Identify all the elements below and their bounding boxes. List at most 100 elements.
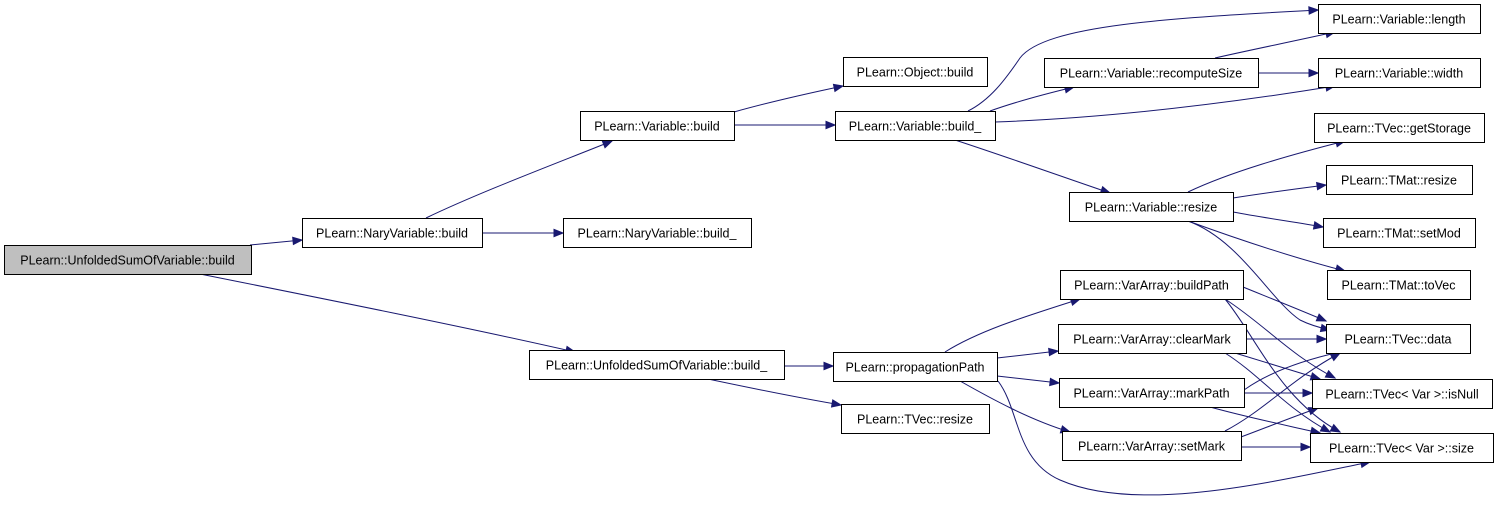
arrowhead — [830, 399, 843, 408]
edge-var_build_-to-var_length — [967, 6, 1320, 112]
node-box[interactable] — [1044, 58, 1259, 88]
node-label: PLearn::Variable::resize — [1085, 201, 1218, 215]
arrowhead — [601, 140, 614, 149]
edge-line — [1187, 220, 1346, 272]
node-label: PLearn::propagationPath — [846, 361, 985, 375]
node-va-markpath[interactable]: PLearn::VarArray::markPath — [1059, 378, 1245, 408]
node-nary-build-[interactable]: PLearn::NaryVariable::build_ — [563, 218, 752, 248]
node-var-resize[interactable]: PLearn::Variable::resize — [1069, 192, 1234, 222]
edge-line — [954, 139, 1111, 194]
edge-line — [1224, 352, 1341, 432]
node-label: PLearn::Variable::width — [1335, 67, 1463, 81]
node-label: PLearn::Variable::recomputeSize — [1060, 67, 1243, 81]
node-label: PLearn::Object::build — [857, 66, 974, 80]
node-prop-path[interactable]: PLearn::propagationPath — [833, 352, 998, 382]
edge-var_recompute-to-var_length — [1214, 29, 1337, 59]
edge-var_resize-to-tmat_tovec — [1187, 220, 1347, 273]
node-box[interactable] — [1326, 165, 1473, 195]
edge-va_clearmark-to-tvec_size — [1224, 352, 1332, 433]
node-va-setmark[interactable]: PLearn::VarArray::setMark — [1062, 431, 1242, 461]
node-var-length[interactable]: PLearn::Variable::length — [1318, 4, 1481, 34]
node-tmat-tovec[interactable]: PLearn::TMat::toVec — [1327, 270, 1471, 300]
node-box[interactable] — [843, 57, 988, 87]
arrowhead — [1308, 6, 1320, 15]
edge-var_build_-to-var_width — [994, 83, 1337, 123]
node-label: PLearn::TVec< Var >::isNull — [1325, 388, 1478, 402]
arrowhead — [823, 361, 835, 371]
node-box[interactable] — [4, 245, 252, 275]
nodes-layer: PLearn::UnfoldedSumOfVariable::buildPLea… — [4, 4, 1494, 463]
node-box[interactable] — [1062, 431, 1242, 461]
node-box[interactable] — [1314, 113, 1485, 143]
node-box[interactable] — [1318, 58, 1481, 88]
node-box[interactable] — [833, 352, 998, 382]
node-box[interactable] — [1327, 270, 1471, 300]
edge-var_recompute-to-var_width — [1258, 68, 1320, 78]
node-box[interactable] — [1323, 218, 1476, 248]
node-tvec-size[interactable]: PLearn::TVec< Var >::size — [1310, 433, 1494, 463]
node-tvec-data[interactable]: PLearn::TVec::data — [1326, 324, 1471, 354]
edges-layer — [199, 6, 1372, 496]
node-var-recompute[interactable]: PLearn::Variable::recomputeSize — [1044, 58, 1259, 88]
edge-line — [997, 380, 1371, 496]
node-va-buildpath[interactable]: PLearn::VarArray::buildPath — [1060, 270, 1244, 300]
node-ufsv-build-[interactable]: PLearn::UnfoldedSumOfVariable::build_ — [529, 350, 785, 380]
node-label: PLearn::Variable::build — [594, 120, 720, 134]
edge-line — [733, 85, 844, 113]
edge-line — [1243, 351, 1341, 391]
edge-va_markpath-to-tvec_size — [1209, 406, 1322, 436]
arrowhead — [1329, 423, 1342, 433]
node-var-build-[interactable]: PLearn::Variable::build_ — [835, 111, 996, 141]
node-nary-build[interactable]: PLearn::NaryVariable::build — [302, 218, 483, 248]
node-obj-build[interactable]: PLearn::Object::build — [843, 57, 988, 87]
node-box[interactable] — [1312, 379, 1493, 409]
node-label: PLearn::TVec::getStorage — [1327, 122, 1471, 136]
edge-line — [1187, 140, 1346, 193]
node-va-clearmark[interactable]: PLearn::VarArray::clearMark — [1058, 324, 1247, 354]
node-tmat-resize[interactable]: PLearn::TMat::resize — [1326, 165, 1473, 195]
node-tvec-isnull[interactable]: PLearn::TVec< Var >::isNull — [1312, 379, 1493, 409]
node-box[interactable] — [1069, 192, 1234, 222]
arrowhead — [1316, 181, 1328, 191]
edge-line — [707, 378, 842, 406]
node-box[interactable] — [1060, 270, 1244, 300]
edge-prop_path-to-va_clearmark — [996, 347, 1060, 359]
node-label: PLearn::TVec::data — [1344, 333, 1451, 347]
node-ufsv-build[interactable]: PLearn::UnfoldedSumOfVariable::build — [4, 245, 252, 275]
edge-line — [1224, 298, 1336, 379]
node-box[interactable] — [841, 404, 990, 434]
arrowhead — [1309, 372, 1322, 381]
edge-nary_build-to-var_build — [425, 140, 614, 219]
node-box[interactable] — [563, 218, 752, 248]
edge-var_resize-to-tmat_resize — [1232, 181, 1328, 199]
edge-line — [996, 350, 1059, 359]
node-label: PLearn::UnfoldedSumOfVariable::build — [20, 254, 235, 268]
node-tvec-resize[interactable]: PLearn::TVec::resize — [841, 404, 990, 434]
node-var-width[interactable]: PLearn::Variable::width — [1318, 58, 1481, 88]
node-tvec-storage[interactable]: PLearn::TVec::getStorage — [1314, 113, 1485, 143]
arrowhead — [1308, 68, 1320, 78]
node-box[interactable] — [1058, 324, 1247, 354]
edge-va_setmark-to-tvec_isnull — [1240, 407, 1320, 438]
node-box[interactable] — [1326, 324, 1471, 354]
node-box[interactable] — [529, 350, 785, 380]
node-box[interactable] — [580, 111, 735, 141]
node-box[interactable] — [1059, 378, 1245, 408]
edge-line — [199, 273, 576, 353]
edge-line — [1224, 352, 1331, 433]
edge-line — [1187, 220, 1331, 331]
arrowhead — [1300, 442, 1312, 452]
edge-var_build_-to-var_resize — [954, 139, 1112, 195]
arrowhead — [1316, 334, 1328, 344]
edge-ufsv_build-to-ufsv_build_ — [199, 273, 577, 355]
arrowhead — [1329, 352, 1342, 362]
edge-va_clearmark-to-tvec_data — [1246, 334, 1328, 344]
node-box[interactable] — [1318, 4, 1481, 34]
node-tmat-setmod[interactable]: PLearn::TMat::setMod — [1323, 218, 1476, 248]
node-box[interactable] — [835, 111, 996, 141]
edge-ufsv_build-to-nary_build — [249, 236, 304, 246]
node-box[interactable] — [302, 218, 483, 248]
node-box[interactable] — [1310, 433, 1494, 463]
node-var-build[interactable]: PLearn::Variable::build — [580, 111, 735, 141]
edge-var_build_-to-var_recompute — [989, 85, 1076, 112]
